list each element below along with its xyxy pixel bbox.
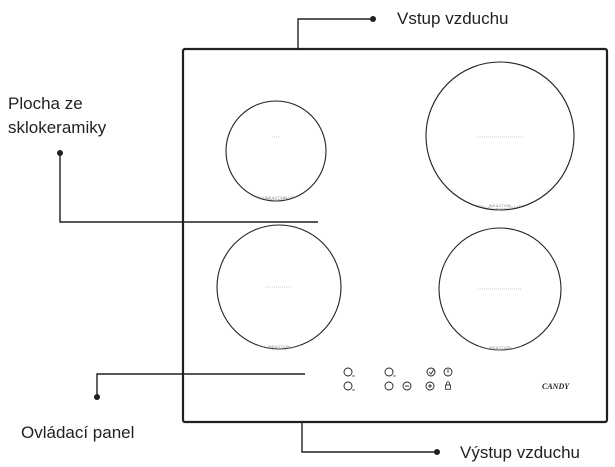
zone-induction-label: INDUCTION — [265, 196, 288, 200]
cooktop-outline — [181, 47, 609, 424]
zone-key-2[interactable] — [343, 381, 355, 391]
cooking-zone-back-right: INDUCTION — [425, 61, 575, 211]
brand-logo: CANDY — [542, 382, 570, 391]
power-icon[interactable] — [443, 367, 453, 377]
control-panel-label: Ovládací panel — [21, 423, 134, 442]
glass-surface-label-line2: sklokeramiky — [8, 118, 107, 137]
zone-key-4[interactable] — [384, 381, 394, 391]
minus-icon[interactable] — [402, 381, 412, 391]
timer-icon[interactable] — [426, 367, 436, 377]
air-inlet-label: Vstup vzduchu — [397, 9, 509, 28]
air-outlet-callout: Výstup vzduchu — [301, 422, 580, 462]
zone-key-3[interactable] — [384, 367, 396, 377]
plus-icon[interactable] — [425, 381, 435, 391]
zone-induction-label: INDUCTION — [489, 346, 512, 350]
control-panel — [343, 367, 453, 391]
lock-icon[interactable] — [445, 381, 451, 390]
control-panel-callout: Ovládací panel — [21, 373, 305, 442]
zone-induction-label: INDUCTION — [489, 204, 512, 208]
cooking-zone-front-left: INDUCTION — [225, 100, 327, 202]
glass-surface-callout: Plocha ze sklokeramiky — [8, 94, 318, 223]
cooking-zone-rear-left: INDUCTION — [216, 224, 342, 350]
zone-induction-label: INDUCTION — [268, 345, 291, 349]
glass-surface-label-line1: Plocha ze — [8, 94, 83, 113]
cooking-zone-rear-right: INDUCTION — [438, 227, 562, 351]
air-outlet-label: Výstup vzduchu — [460, 443, 580, 462]
air-inlet-callout: Vstup vzduchu — [297, 9, 509, 49]
zone-key-1[interactable] — [343, 367, 355, 377]
